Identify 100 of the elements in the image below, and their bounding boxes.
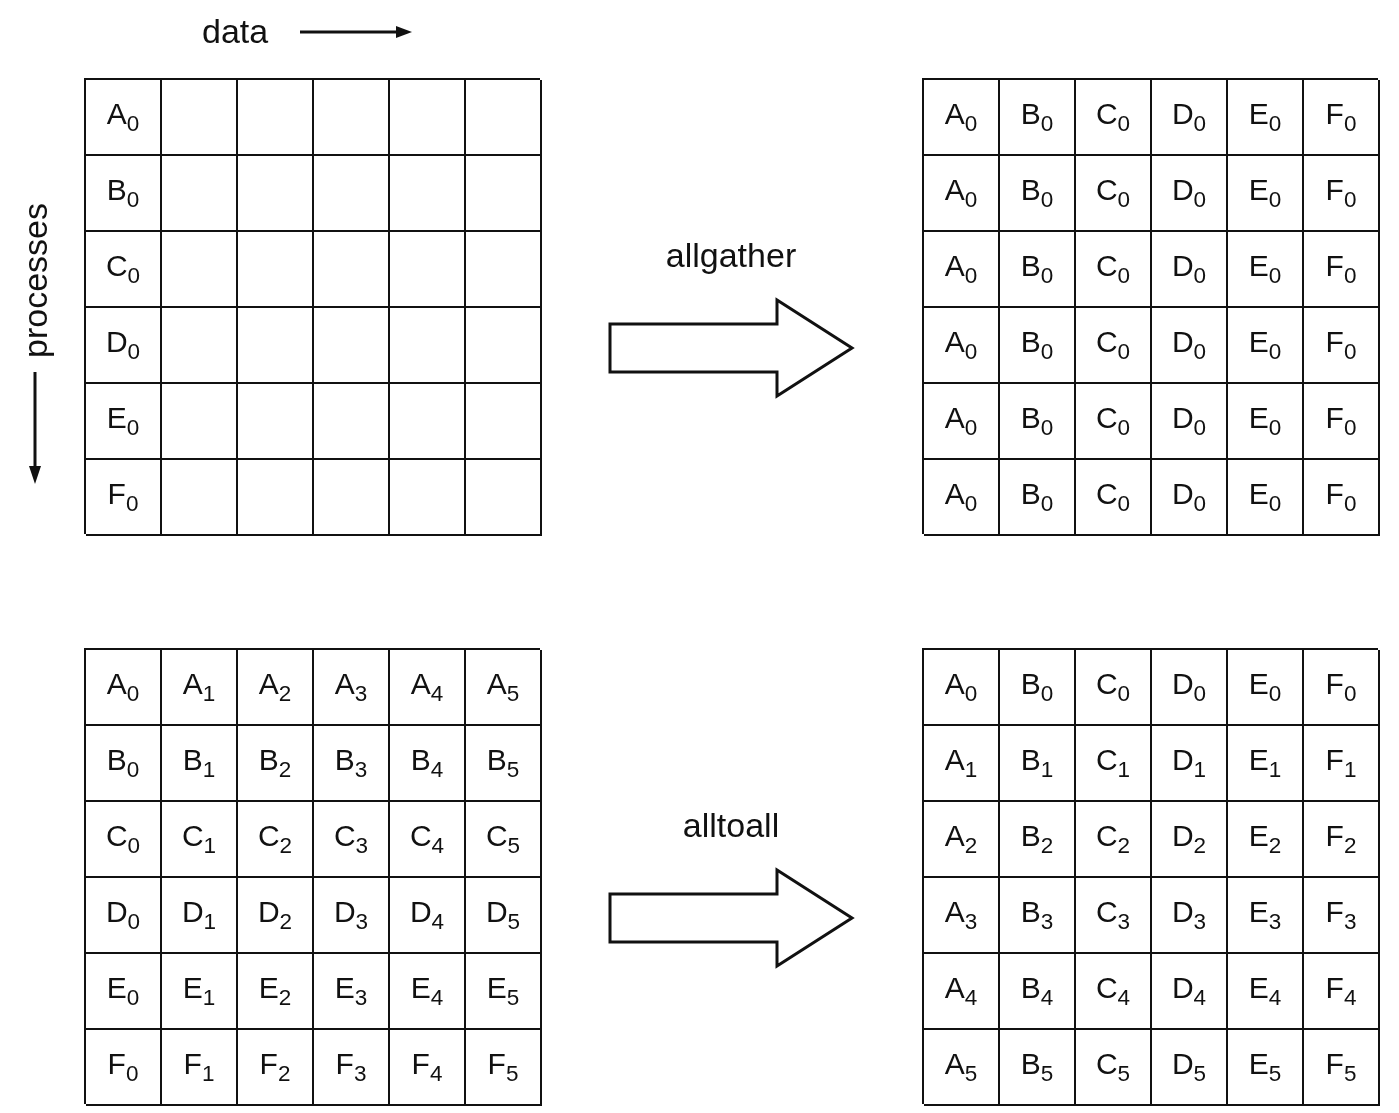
cell-label: D$_{0}$ — [1171, 250, 1207, 288]
cell-label: A$_{3}$ — [944, 896, 978, 934]
cell-label: D$_{3}$ — [1171, 896, 1207, 934]
cell-label: A$_{0}$ — [106, 668, 140, 706]
axis-label: data — [202, 14, 269, 48]
edge-label: allgather — [664, 238, 798, 272]
cell-label: D$_{4}$ — [409, 896, 445, 934]
cell-label: E$_{2}$ — [258, 972, 292, 1010]
cell-label: D$_{1}$ — [1171, 744, 1207, 782]
cell-label: D$_{0}$ — [105, 896, 141, 934]
cell-label: B$_{0}$ — [1020, 402, 1054, 440]
cell-label: E$_{0}$ — [1248, 326, 1282, 364]
cell-label: A$_{0}$ — [944, 402, 978, 440]
cell-label: C$_{1}$ — [1095, 744, 1131, 782]
edge-label: alltoall — [681, 808, 781, 842]
cell-label: D$_{5}$ — [485, 896, 521, 934]
cell-label: D$_{0}$ — [1171, 478, 1207, 516]
block-arrow — [608, 297, 855, 399]
cell-label: D$_{2}$ — [257, 896, 293, 934]
cell-label: A$_{1}$ — [182, 668, 216, 706]
cell-label: D$_{0}$ — [1171, 98, 1207, 136]
cell-label: A$_{0}$ — [944, 98, 978, 136]
cell-label: C$_{0}$ — [1095, 402, 1131, 440]
cell-label: D$_{2}$ — [1171, 820, 1207, 858]
cell-label: F$_{0}$ — [1325, 326, 1357, 364]
cell-label: F$_{4}$ — [1325, 972, 1357, 1010]
cell-label: B$_{4}$ — [410, 744, 444, 782]
cell-label: B$_{2}$ — [1020, 820, 1054, 858]
cell-label: E$_{3}$ — [1248, 896, 1282, 934]
cell-label: F$_{0}$ — [107, 1048, 139, 1086]
cell-label: A$_{3}$ — [334, 668, 368, 706]
cell-label: E$_{1}$ — [1248, 744, 1282, 782]
cell-label: B$_{1}$ — [1020, 744, 1054, 782]
cell-label: B$_{0}$ — [1020, 250, 1054, 288]
cell-label: E$_{4}$ — [1248, 972, 1282, 1010]
cell-label: B$_{5}$ — [486, 744, 520, 782]
cell-label: E$_{3}$ — [334, 972, 368, 1010]
cell-label: E$_{0}$ — [1248, 174, 1282, 212]
cell-label: B$_{5}$ — [1020, 1048, 1054, 1086]
cell-label: F$_{2}$ — [259, 1048, 291, 1086]
cell-label: A$_{0}$ — [944, 250, 978, 288]
cell-label: C$_{3}$ — [1095, 896, 1131, 934]
data-grid — [84, 648, 540, 1104]
cell-label: F$_{0}$ — [107, 478, 139, 516]
cell-label: B$_{4}$ — [1020, 972, 1054, 1010]
data-grid — [922, 78, 1378, 534]
cell-label: B$_{0}$ — [1020, 478, 1054, 516]
cell-label: C$_{0}$ — [1095, 250, 1131, 288]
cell-label: C$_{2}$ — [257, 820, 293, 858]
cell-label: A$_{0}$ — [106, 98, 140, 136]
cell-label: A$_{1}$ — [944, 744, 978, 782]
cell-label: B$_{0}$ — [1020, 98, 1054, 136]
cell-label: D$_{3}$ — [333, 896, 369, 934]
cell-label: C$_{0}$ — [1095, 478, 1131, 516]
cell-label: F$_{0}$ — [1325, 668, 1357, 706]
cell-label: A$_{5}$ — [944, 1048, 978, 1086]
cell-label: F$_{1}$ — [1325, 744, 1357, 782]
cell-label: C$_{4}$ — [409, 820, 445, 858]
cell-label: D$_{0}$ — [1171, 668, 1207, 706]
block-arrow — [608, 867, 855, 969]
cell-label: C$_{0}$ — [1095, 98, 1131, 136]
cell-label: F$_{0}$ — [1325, 402, 1357, 440]
cell-label: C$_{5}$ — [485, 820, 521, 858]
cell-label: E$_{5}$ — [486, 972, 520, 1010]
cell-label: A$_{4}$ — [944, 972, 978, 1010]
cell-label: B$_{0}$ — [1020, 174, 1054, 212]
cell-label: E$_{1}$ — [182, 972, 216, 1010]
cell-label: B$_{1}$ — [182, 744, 216, 782]
cell-label: A$_{0}$ — [944, 668, 978, 706]
cell-label: C$_{0}$ — [105, 820, 141, 858]
cell-label: F$_{0}$ — [1325, 174, 1357, 212]
axis-label: processes — [18, 203, 52, 358]
cell-label: F$_{2}$ — [1325, 820, 1357, 858]
cell-label: A$_{0}$ — [944, 174, 978, 212]
cell-label: A$_{0}$ — [944, 326, 978, 364]
cell-label: D$_{0}$ — [1171, 326, 1207, 364]
cell-label: E$_{0}$ — [1248, 668, 1282, 706]
cell-label: A$_{2}$ — [944, 820, 978, 858]
cell-label: D$_{1}$ — [181, 896, 217, 934]
cell-label: B$_{0}$ — [106, 744, 140, 782]
cell-label: D$_{0}$ — [105, 326, 141, 364]
cell-label: F$_{3}$ — [335, 1048, 367, 1086]
cell-label: B$_{0}$ — [106, 174, 140, 212]
cell-label: D$_{5}$ — [1171, 1048, 1207, 1086]
cell-label: B$_{0}$ — [1020, 668, 1054, 706]
cell-label: F$_{5}$ — [487, 1048, 519, 1086]
cell-label: A$_{4}$ — [410, 668, 444, 706]
cell-label: E$_{0}$ — [1248, 402, 1282, 440]
cell-label: E$_{5}$ — [1248, 1048, 1282, 1086]
cell-label: C$_{2}$ — [1095, 820, 1131, 858]
cell-label: D$_{4}$ — [1171, 972, 1207, 1010]
cell-label: B$_{3}$ — [334, 744, 368, 782]
cell-label: E$_{0}$ — [1248, 478, 1282, 516]
cell-label: E$_{4}$ — [410, 972, 444, 1010]
cell-label: C$_{1}$ — [181, 820, 217, 858]
cell-label: D$_{0}$ — [1171, 174, 1207, 212]
cell-label: C$_{0}$ — [105, 250, 141, 288]
cell-label: C$_{0}$ — [1095, 174, 1131, 212]
cell-label: A$_{5}$ — [486, 668, 520, 706]
cell-label: E$_{0}$ — [106, 402, 140, 440]
